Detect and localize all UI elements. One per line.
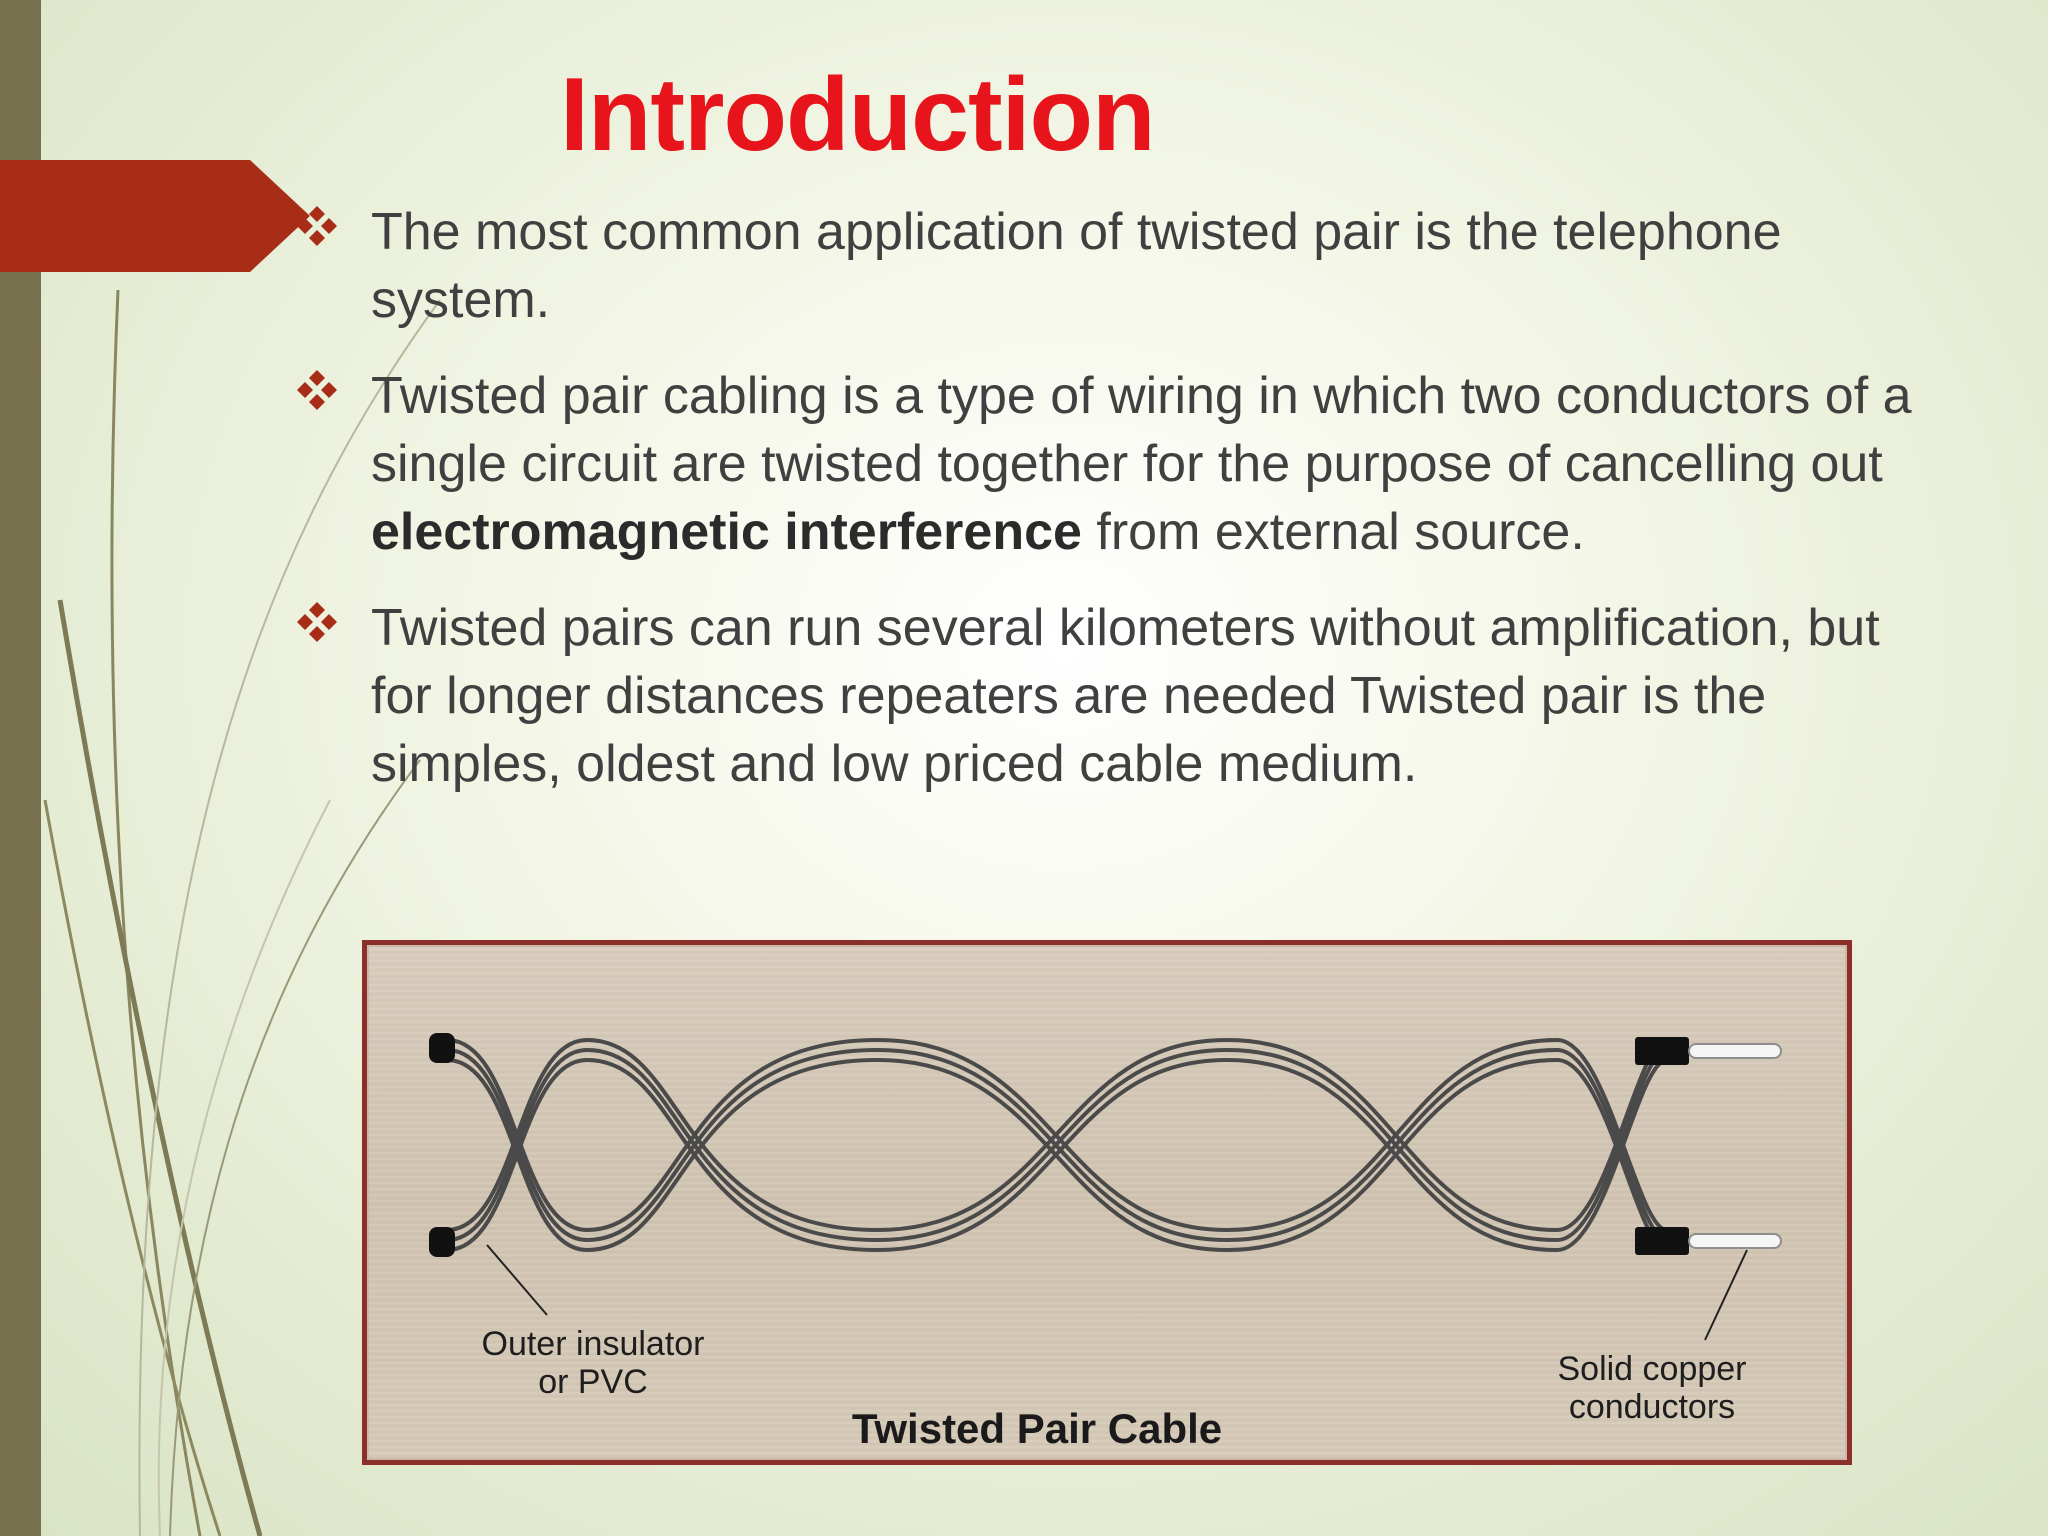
- bullet-item: Twisted pair cabling is a type of wiring…: [295, 362, 1935, 566]
- bullet-list: The most common application of twisted p…: [295, 198, 1935, 826]
- bullet-text: Twisted pair cabling is a type of wiring…: [371, 367, 1912, 493]
- label-line: conductors: [1568, 1388, 1736, 1426]
- decorative-lines: [43, 289, 441, 1536]
- bullet-item: The most common application of twisted p…: [295, 198, 1935, 334]
- bullet-bold-term: electromagnetic interference: [371, 503, 1082, 561]
- outer-insulator-label: Outer insulator or PVC: [463, 1325, 723, 1401]
- twisted-pair-cable-illustration: [429, 1033, 1782, 1341]
- bullet-text: The most common application of twisted p…: [371, 203, 1782, 329]
- label-line: Solid copper: [1557, 1350, 1747, 1388]
- accent-arrow-tab: [0, 160, 310, 272]
- solid-copper-label: Solid copper conductors: [1537, 1350, 1767, 1426]
- figure-caption: Twisted Pair Cable: [851, 1405, 1223, 1452]
- bullet-text: Twisted pairs can run several kilometers…: [371, 599, 1880, 793]
- twisted-pair-figure: Outer insulator or PVC Solid copper cond…: [362, 940, 1852, 1465]
- bullet-item: Twisted pairs can run several kilometers…: [295, 594, 1935, 798]
- bullet-text: from external source.: [1081, 503, 1585, 561]
- four-diamond-bullet-icon: [297, 602, 337, 642]
- label-line: Outer insulator: [481, 1325, 705, 1363]
- label-line: or PVC: [538, 1363, 648, 1401]
- slide-title: Introduction: [560, 57, 1156, 173]
- four-diamond-bullet-icon: [297, 206, 337, 246]
- four-diamond-bullet-icon: [297, 370, 337, 410]
